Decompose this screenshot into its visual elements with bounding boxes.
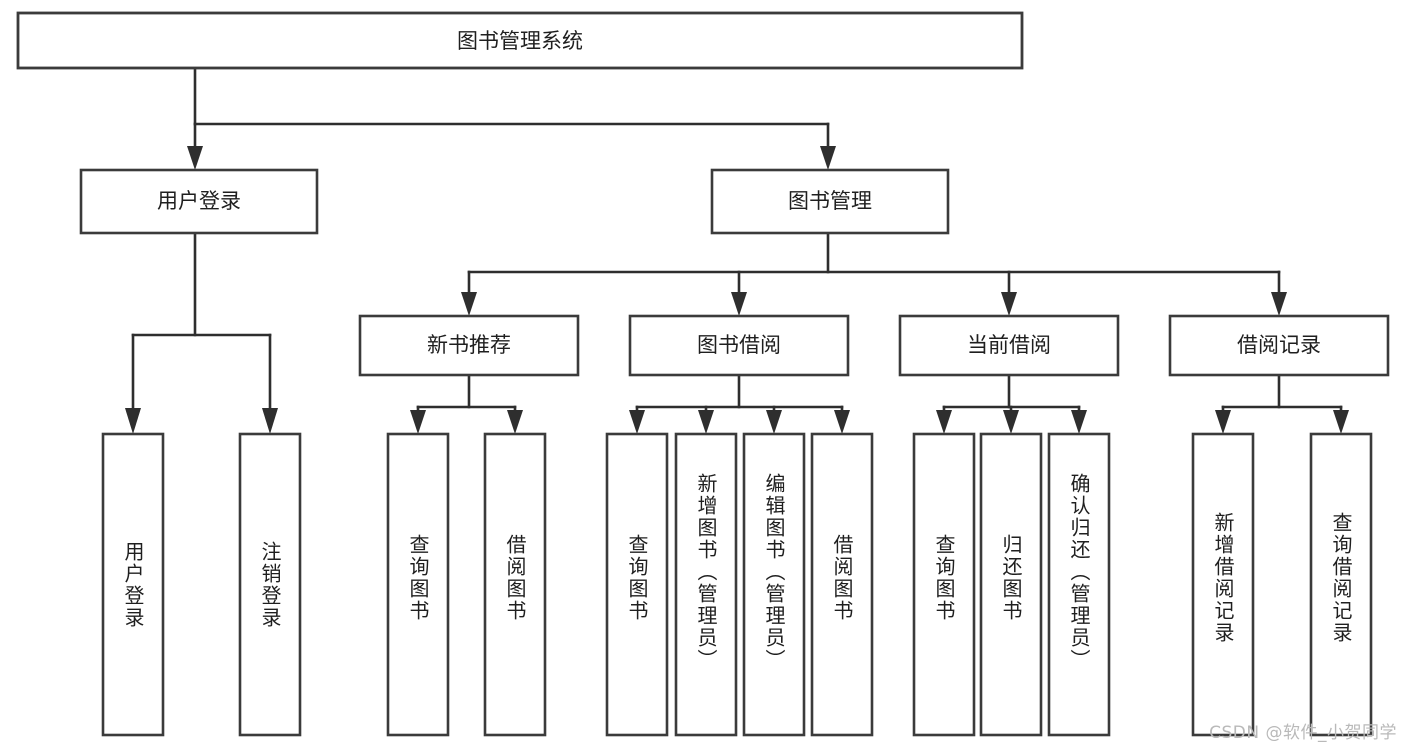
node-borrow-record-box[interactable] bbox=[1168, 314, 1390, 377]
arrow-head-leaf-borrow-book-a bbox=[507, 410, 523, 434]
arrow-head-borrow-record bbox=[1271, 292, 1287, 316]
connector-group bbox=[125, 66, 1349, 434]
node-leaf-add-record[interactable]: 新增借阅记录 bbox=[1191, 432, 1255, 737]
node-leaf-return-book-label: 归还图书 bbox=[999, 534, 1023, 622]
node-leaf-confirm-return-box[interactable] bbox=[1047, 432, 1111, 737]
node-user-login-label: 用户登录 bbox=[157, 189, 241, 213]
node-current-borrow-label: 当前借阅 bbox=[967, 333, 1051, 357]
node-book-mgmt[interactable]: 图书管理 bbox=[710, 168, 950, 235]
node-leaf-add-book-label: 新增图书（管理员） bbox=[694, 473, 718, 671]
node-book-borrow[interactable]: 图书借阅 bbox=[628, 314, 850, 377]
node-root-label: 图书管理系统 bbox=[457, 29, 583, 53]
arrow-head-leaf-query-book-b bbox=[629, 410, 645, 434]
arrow-head-book-mgmt bbox=[820, 146, 836, 170]
node-book-borrow-box[interactable] bbox=[628, 314, 850, 377]
node-leaf-add-book-box[interactable] bbox=[674, 432, 738, 737]
node-leaf-query-record-box[interactable] bbox=[1309, 432, 1373, 737]
node-leaf-user-login-box[interactable] bbox=[101, 432, 165, 737]
node-book-mgmt-label: 图书管理 bbox=[788, 189, 872, 213]
arrow-head-leaf-query-book-c bbox=[936, 410, 952, 434]
node-root[interactable]: 图书管理系统 bbox=[16, 11, 1024, 70]
node-leaf-query-book-c[interactable]: 查询图书 bbox=[912, 432, 976, 737]
node-leaf-logout-box[interactable] bbox=[238, 432, 302, 737]
arrow-head-leaf-query-book-a bbox=[410, 410, 426, 434]
arrow-head-leaf-borrow-book-b bbox=[834, 410, 850, 434]
node-leaf-logout[interactable]: 注销登录 bbox=[238, 432, 302, 737]
node-leaf-borrow-book-b-label: 借阅图书 bbox=[830, 534, 854, 622]
node-root-box[interactable] bbox=[16, 11, 1024, 70]
arrow-head-leaf-edit-book bbox=[766, 410, 782, 434]
arrow-head-leaf-user-login bbox=[125, 408, 141, 434]
arrow-head-new-book-rec bbox=[461, 292, 477, 316]
node-user-login[interactable]: 用户登录 bbox=[79, 168, 319, 235]
node-leaf-query-book-a-label: 查询图书 bbox=[406, 534, 430, 622]
node-new-book-rec-label: 新书推荐 bbox=[427, 333, 511, 357]
node-leaf-borrow-book-b-box[interactable] bbox=[810, 432, 874, 737]
node-leaf-edit-book-box[interactable] bbox=[742, 432, 806, 737]
node-book-borrow-label: 图书借阅 bbox=[697, 333, 781, 357]
node-leaf-query-record[interactable]: 查询借阅记录 bbox=[1309, 432, 1373, 737]
node-leaf-edit-book[interactable]: 编辑图书（管理员） bbox=[742, 432, 806, 737]
node-leaf-borrow-book-a-box[interactable] bbox=[483, 432, 547, 737]
node-leaf-return-book-box[interactable] bbox=[979, 432, 1043, 737]
node-leaf-query-book-b-box[interactable] bbox=[605, 432, 669, 737]
node-leaf-query-record-label: 查询借阅记录 bbox=[1329, 512, 1353, 644]
arrow-head-current-borrow bbox=[1001, 292, 1017, 316]
node-leaf-borrow-book-a-label: 借阅图书 bbox=[503, 534, 527, 622]
node-leaf-query-book-a[interactable]: 查询图书 bbox=[386, 432, 450, 737]
node-leaf-borrow-book-b[interactable]: 借阅图书 bbox=[810, 432, 874, 737]
node-user-login-box[interactable] bbox=[79, 168, 319, 235]
node-leaf-query-book-c-box[interactable] bbox=[912, 432, 976, 737]
node-leaf-return-book[interactable]: 归还图书 bbox=[979, 432, 1043, 737]
node-borrow-record[interactable]: 借阅记录 bbox=[1168, 314, 1390, 377]
arrow-head-user-login bbox=[187, 146, 203, 170]
node-leaf-confirm-return-label: 确认归还（管理员） bbox=[1067, 473, 1091, 671]
node-new-book-rec[interactable]: 新书推荐 bbox=[358, 314, 580, 377]
node-borrow-record-label: 借阅记录 bbox=[1237, 333, 1321, 357]
node-leaf-add-record-box[interactable] bbox=[1191, 432, 1255, 737]
node-leaf-edit-book-label: 编辑图书（管理员） bbox=[762, 473, 786, 671]
node-leaf-add-book[interactable]: 新增图书（管理员） bbox=[674, 432, 738, 737]
arrow-head-book-borrow bbox=[731, 292, 747, 316]
node-book-mgmt-box[interactable] bbox=[710, 168, 950, 235]
node-leaf-query-book-b[interactable]: 查询图书 bbox=[605, 432, 669, 737]
arrow-head-leaf-add-book bbox=[698, 410, 714, 434]
node-leaf-borrow-book-a[interactable]: 借阅图书 bbox=[483, 432, 547, 737]
node-leaf-logout-label: 注销登录 bbox=[258, 541, 282, 629]
arrow-head-leaf-logout bbox=[262, 408, 278, 434]
node-leaf-query-book-a-box[interactable] bbox=[386, 432, 450, 737]
arrow-head-leaf-query-record bbox=[1333, 410, 1349, 434]
arrow-head-leaf-confirm-return bbox=[1071, 410, 1087, 434]
arrow-head-leaf-return-book bbox=[1003, 410, 1019, 434]
node-leaf-query-book-c-label: 查询图书 bbox=[932, 534, 956, 622]
node-leaf-confirm-return[interactable]: 确认归还（管理员） bbox=[1047, 432, 1111, 737]
node-current-borrow[interactable]: 当前借阅 bbox=[898, 314, 1120, 377]
csdn-watermark: CSDN @软件_小贺同学 bbox=[1209, 723, 1397, 743]
node-current-borrow-box[interactable] bbox=[898, 314, 1120, 377]
node-leaf-query-book-b-label: 查询图书 bbox=[625, 534, 649, 622]
node-leaf-user-login-label: 用户登录 bbox=[121, 541, 145, 629]
node-leaf-add-record-label: 新增借阅记录 bbox=[1211, 512, 1235, 644]
arrow-head-leaf-add-record bbox=[1215, 410, 1231, 434]
node-new-book-rec-box[interactable] bbox=[358, 314, 580, 377]
node-leaf-user-login[interactable]: 用户登录 bbox=[101, 432, 165, 737]
